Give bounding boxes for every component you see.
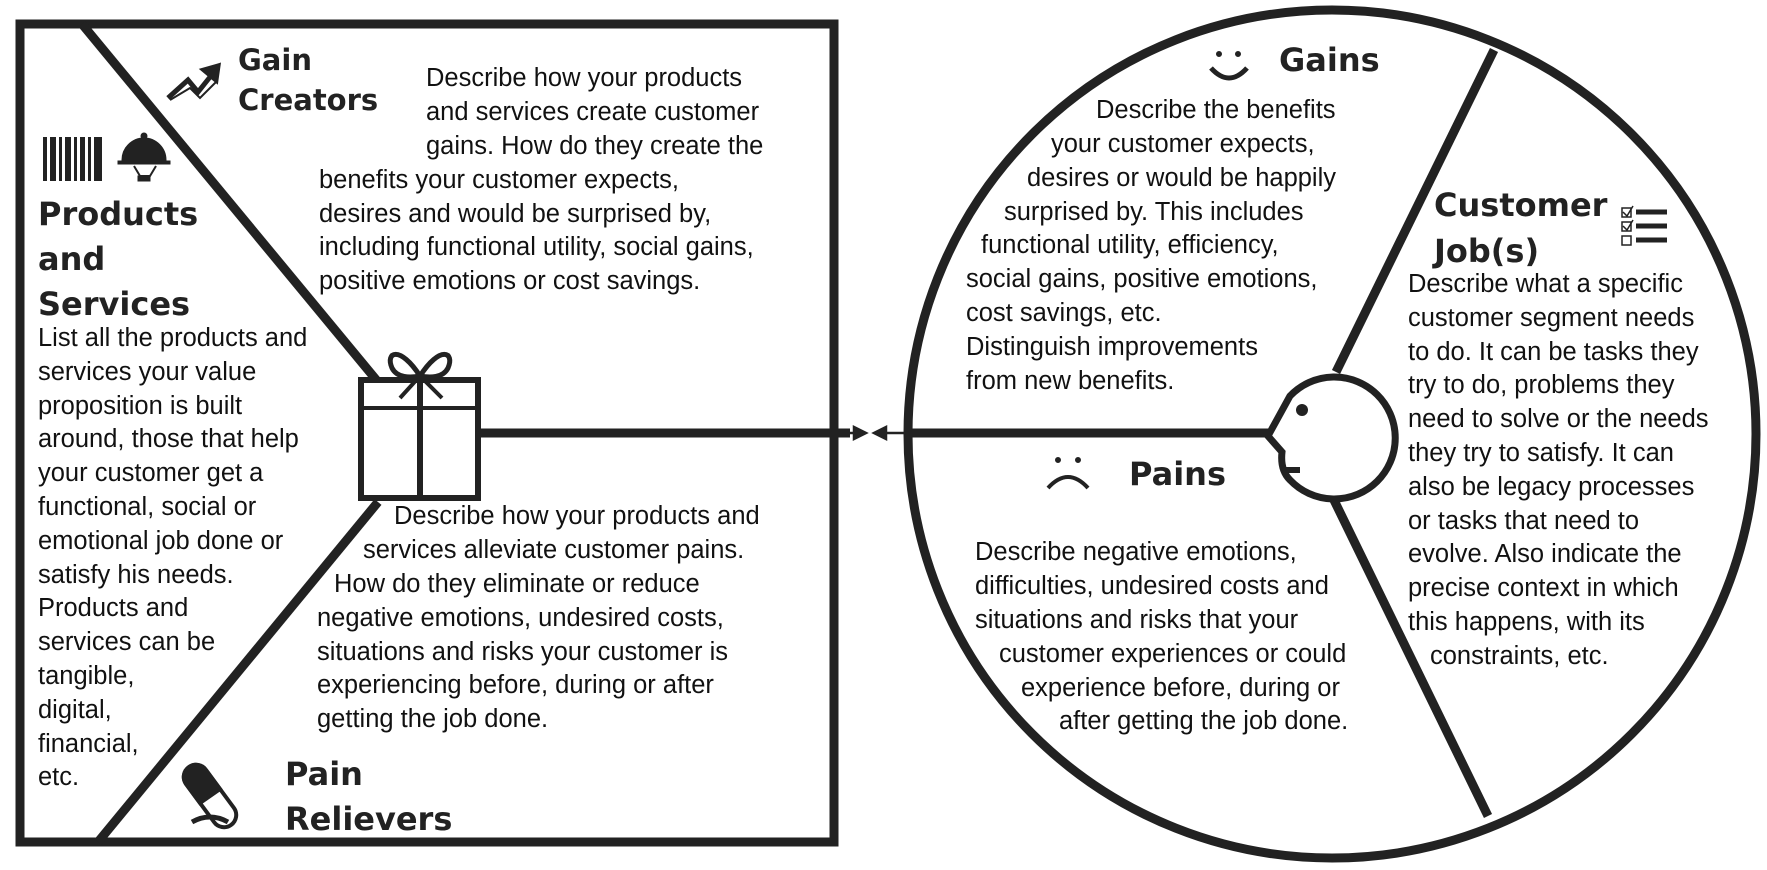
text-line: constraints, etc. <box>1430 641 1609 670</box>
title-line: Gain <box>238 43 312 77</box>
text-line: they try to satisfy. It can <box>1408 438 1674 467</box>
text-line: Describe how your products and <box>394 502 760 530</box>
text-line: Distinguish improvements <box>966 333 1258 361</box>
circle-upper-divider <box>1331 48 1499 374</box>
text-line: proposition is built <box>38 391 243 420</box>
title-line: Customer <box>1434 186 1608 224</box>
products-services-description: List all the products and services your … <box>38 322 307 795</box>
text-line: cost savings, etc. <box>966 299 1162 327</box>
text-line: this happens, with its <box>1408 607 1645 636</box>
text-line: Describe the benefits <box>1096 96 1336 124</box>
text-line: Products and <box>38 594 189 623</box>
customer-jobs-description: Describe what a specific customer segmen… <box>1408 268 1709 674</box>
text-line: desires or would be happily <box>1027 164 1337 192</box>
text-line: your customer get a <box>38 459 264 488</box>
title-line: Creators <box>238 83 379 117</box>
text-line: experience before, during or <box>1021 674 1340 702</box>
text-line: gains. How do they create the <box>426 132 764 160</box>
title-line: and <box>38 240 106 278</box>
text-line: and services create customer <box>426 98 760 126</box>
arrow-left-icon <box>871 424 888 442</box>
text-line: social gains, positive emotions, <box>966 265 1318 293</box>
text-line: List all the products and <box>38 324 308 352</box>
text-line: precise context in which <box>1408 574 1679 603</box>
text-line: need to solve or the needs <box>1408 405 1709 434</box>
text-line: also be legacy processes <box>1408 472 1695 501</box>
text-line: services your value <box>38 357 257 386</box>
text-line: situations and risks your customer is <box>317 638 728 666</box>
arrow-right-icon <box>852 424 869 442</box>
title-line: Pain <box>285 755 363 793</box>
text-line: Describe negative emotions, <box>975 538 1297 566</box>
text-line: negative emotions, undesired costs, <box>317 604 724 632</box>
pill-icon <box>181 762 239 830</box>
smiley-icon <box>1209 51 1249 81</box>
text-line: positive emotions or cost savings. <box>319 267 701 295</box>
text-line: getting the job done. <box>317 705 549 733</box>
frown-icon <box>1046 457 1090 490</box>
cloche-icon <box>117 132 171 182</box>
text-line: around, those that help <box>38 425 299 454</box>
title-line: Services <box>38 285 191 323</box>
text-line: services alleviate customer pains. <box>363 536 745 564</box>
barcode-icon <box>43 137 102 181</box>
text-line: customer segment needs <box>1408 303 1695 332</box>
text-line: services can be <box>38 628 216 657</box>
text-line: desires and would be surprised by, <box>319 200 712 228</box>
text-line: satisfy his needs. <box>38 560 234 589</box>
text-line: etc. <box>38 763 80 792</box>
products-services-title: Products and Services <box>38 192 198 327</box>
lower-diagonal-divider <box>94 499 382 845</box>
text-line: to do. It can be tasks they <box>1408 337 1699 366</box>
pains-title: Pains <box>1129 455 1226 493</box>
text-line: functional, social or <box>38 492 257 521</box>
text-line: financial, <box>38 729 139 758</box>
text-line: digital, <box>38 695 112 724</box>
trend-up-arrow-icon <box>166 62 222 101</box>
text-line: customer experiences or could <box>999 640 1347 668</box>
title-line: Relievers <box>285 800 453 838</box>
upper-diagonal-divider <box>78 21 382 385</box>
checklist-icon <box>1621 205 1667 246</box>
text-line: benefits your customer expects, <box>319 166 680 194</box>
customer-face-icon <box>1263 373 1399 503</box>
customer-jobs-title: Customer Job(s) <box>1434 182 1607 274</box>
pain-relievers-title: Pain Relievers <box>285 752 452 842</box>
text-line: your customer expects, <box>1051 130 1315 158</box>
gift-icon <box>358 352 481 501</box>
text-line: from new benefits. <box>966 367 1175 395</box>
text-line: emotional job done or <box>38 526 284 555</box>
title-line: Job(s) <box>1434 232 1540 270</box>
circle-lower-divider <box>1327 494 1493 818</box>
text-line: Describe what a specific <box>1408 270 1683 298</box>
gains-title: Gains <box>1279 41 1380 79</box>
text-line: tangible, <box>38 661 135 690</box>
text-line: evolve. Also indicate the <box>1408 540 1682 569</box>
text-line: How do they eliminate or reduce <box>334 570 700 598</box>
text-line: functional utility, efficiency, <box>981 231 1279 259</box>
gain-creators-title: Gain Creators <box>238 40 378 120</box>
fit-arrows <box>834 424 908 442</box>
text-line: Describe how your products <box>426 64 743 92</box>
text-line: after getting the job done. <box>1059 707 1349 735</box>
text-line: try to do, problems they <box>1408 371 1675 400</box>
text-line: difficulties, undesired costs and <box>975 572 1329 600</box>
text-line: including functional utility, social gai… <box>319 233 754 261</box>
text-line: situations and risks that your <box>975 606 1299 634</box>
title-line: Products <box>38 195 199 233</box>
text-line: surprised by. This includes <box>1004 198 1304 226</box>
text-line: or tasks that need to <box>1408 506 1640 535</box>
text-line: experiencing before, during or after <box>317 671 714 699</box>
